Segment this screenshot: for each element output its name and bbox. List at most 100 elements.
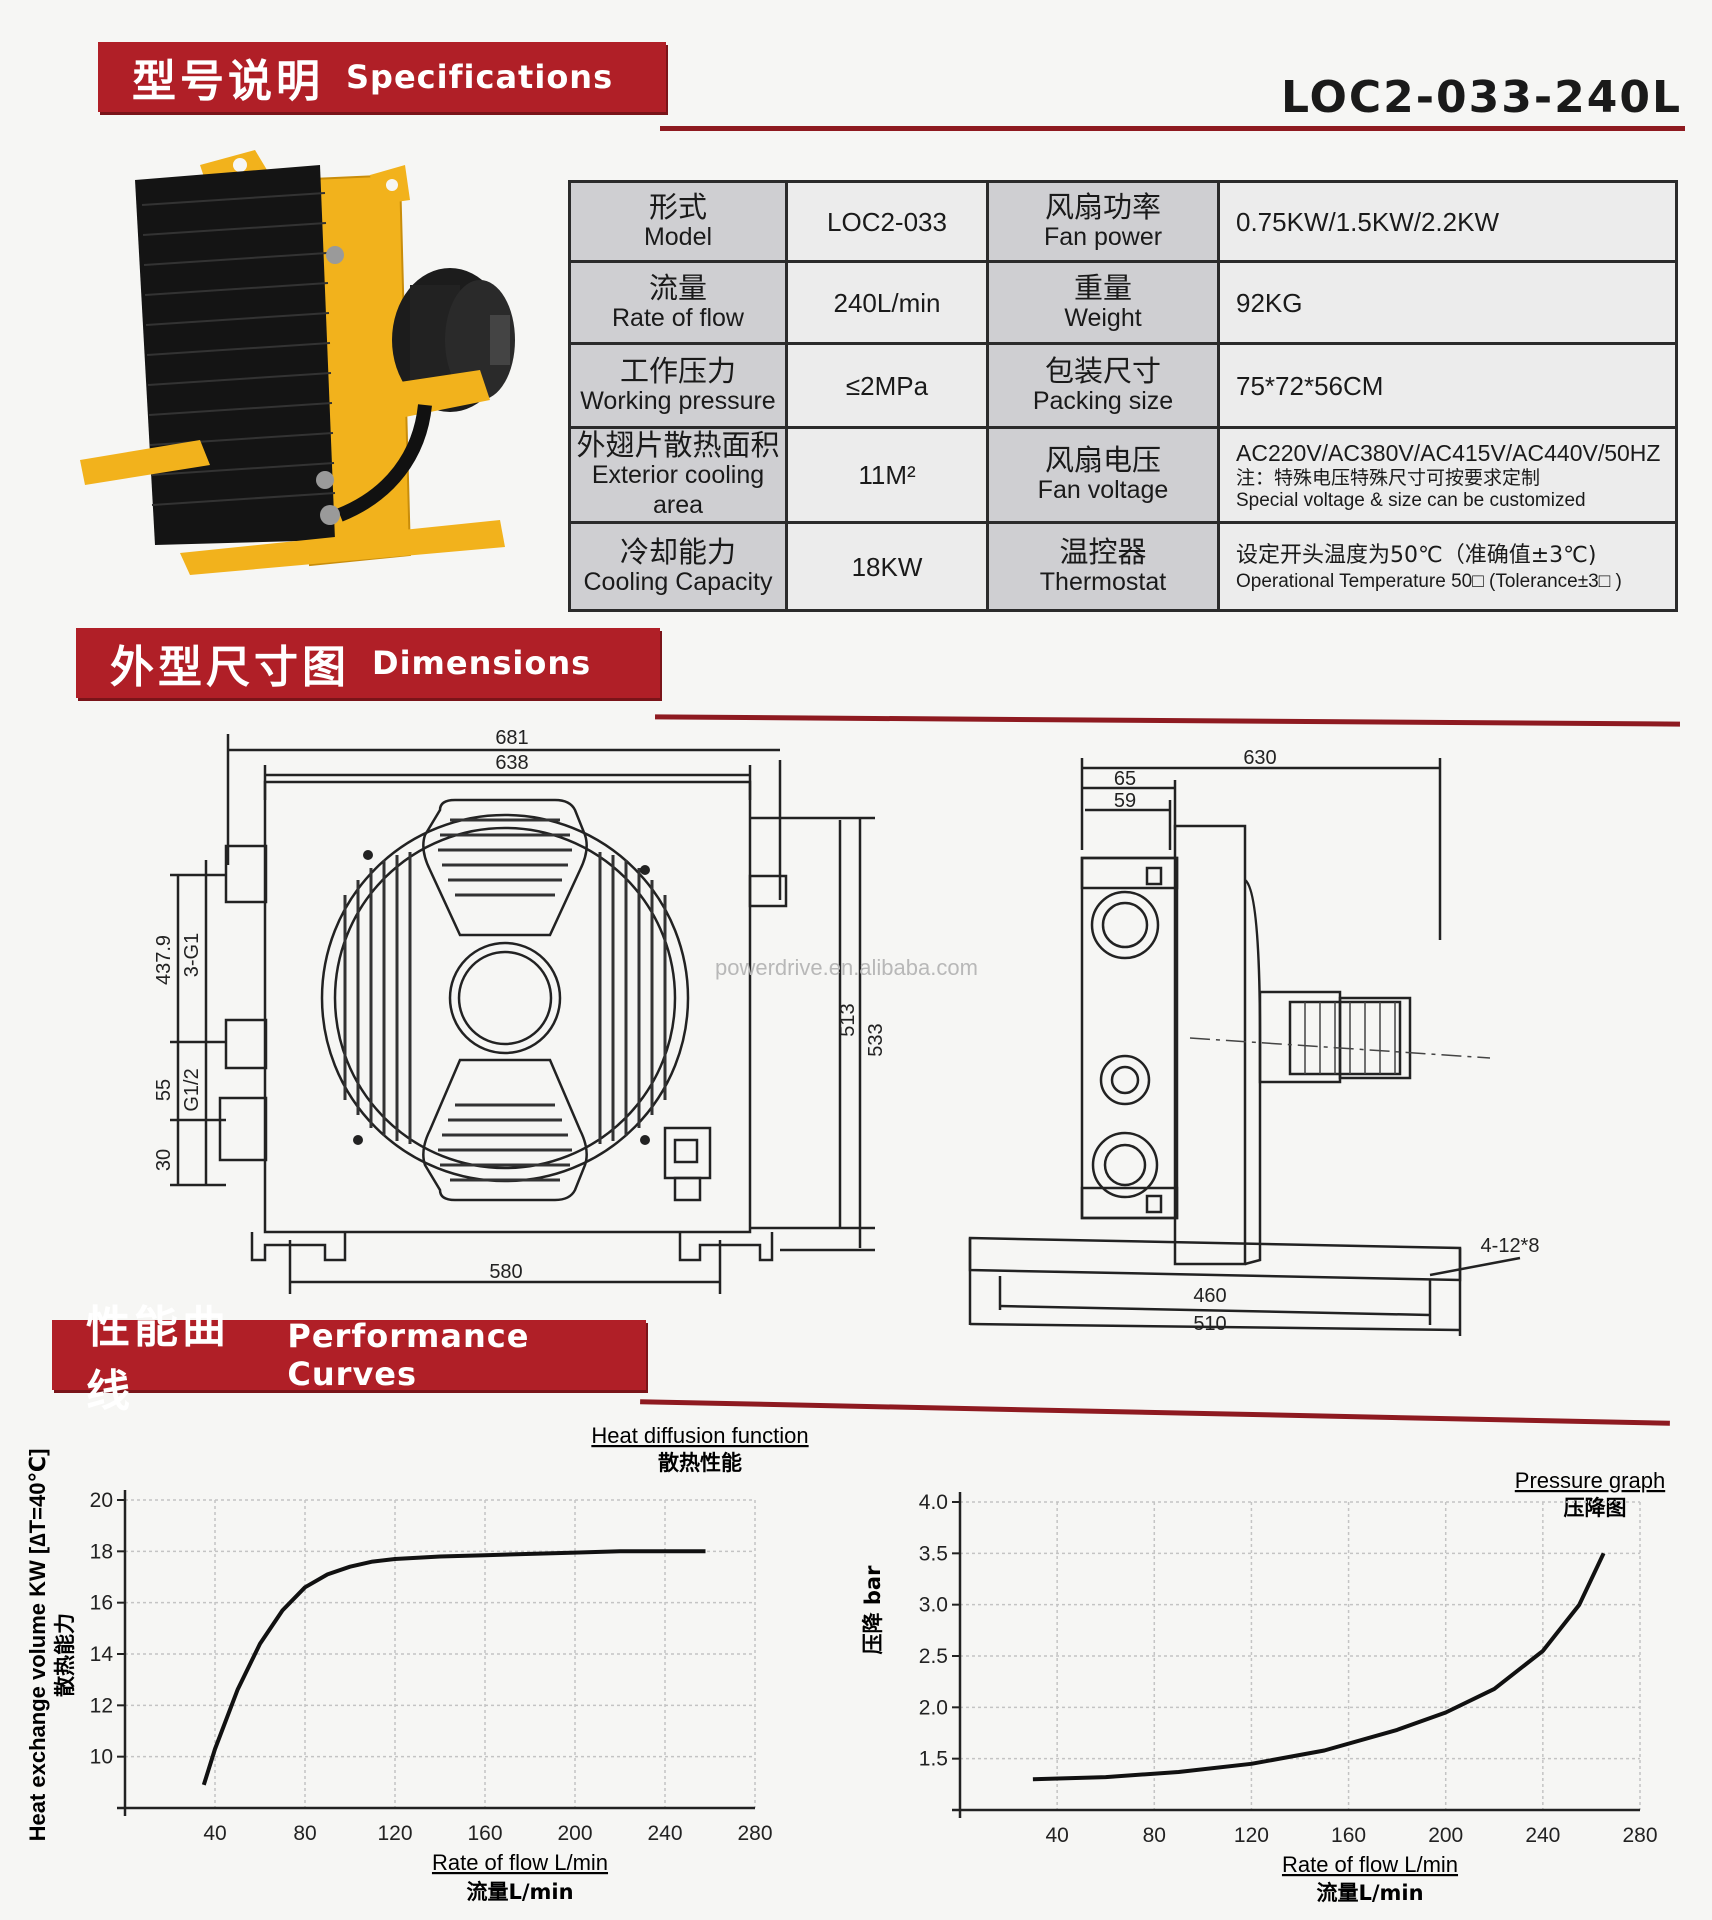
- x-tick-label: 80: [1143, 1824, 1166, 1847]
- dim-630: 630: [1243, 747, 1276, 769]
- heat-diffusion-chart: Heat diffusion function 散热性能 Heat exchan…: [25, 1423, 809, 1904]
- label-cn: 流量: [648, 270, 707, 305]
- dim-30: 30: [153, 1149, 175, 1171]
- spec-value: 240L/min: [785, 260, 989, 345]
- chart-subtitle: 压降图: [1564, 1496, 1627, 1520]
- label-cn: 外翅片散热面积: [576, 428, 780, 462]
- y-tick-label: 3.0: [919, 1594, 948, 1617]
- label-cn: 包装尺寸: [1044, 353, 1161, 388]
- dim-681: 681: [495, 727, 528, 749]
- chart-subtitle: 散热性能: [658, 1451, 742, 1475]
- section-title-cn: 型号说明: [132, 56, 324, 107]
- label-en: Thermostat: [1039, 567, 1167, 596]
- x-axis-label-cn: 流量L/min: [1316, 1881, 1423, 1905]
- dim-638: 638: [495, 752, 528, 774]
- spec-value: 18KW: [785, 521, 989, 612]
- dimensions-banner: 外型尺寸图 Dimensions: [76, 628, 660, 698]
- dim-513: 513: [837, 1003, 859, 1036]
- spec-value: ≤2MPa: [785, 342, 989, 429]
- y-tick-label: 12: [90, 1694, 113, 1717]
- x-tick-label: 280: [1622, 1824, 1657, 1847]
- port-g1-2: G1/2: [181, 1068, 203, 1111]
- label-cn: 风扇功率: [1044, 189, 1161, 224]
- series-line: [201, 1549, 706, 1786]
- spec-value: LOC2-033: [785, 180, 989, 263]
- thermostat-value: 设定开头温度为50℃（准确值±3℃): [1236, 542, 1597, 568]
- x-tick-label: 40: [203, 1822, 226, 1845]
- dim-55: 55: [153, 1079, 175, 1101]
- front-view-drawing: 681 638 580 513 533 437.9 3-G1 55 G1/2 3…: [153, 727, 887, 1294]
- chart-title: Heat diffusion function: [591, 1423, 808, 1448]
- dim-460: 460: [1193, 1285, 1226, 1307]
- dim-533: 533: [865, 1023, 887, 1056]
- series-line: [1032, 1552, 1606, 1782]
- label-cn: 风扇电压: [1044, 443, 1161, 477]
- y-tick-label: 3.5: [919, 1542, 948, 1565]
- model-code: LOC2-033-240L: [1280, 72, 1682, 123]
- label-en: Working pressure: [580, 386, 776, 415]
- section-title-en: Specifications: [346, 58, 614, 96]
- performance-banner: 性能曲线 Performance Curves: [52, 1302, 646, 1417]
- y-tick-label: 1.5: [919, 1748, 948, 1771]
- section-title-cn: 外型尺寸图: [110, 642, 350, 693]
- y-tick-label: 18: [90, 1540, 113, 1563]
- spec-value: 设定开头温度为50℃（准确值±3℃) Operational Temperatu…: [1217, 521, 1678, 612]
- note-en: Operational Temperature 50□ (Tolerance±3…: [1236, 570, 1622, 592]
- label-en: Fan power: [1043, 222, 1163, 251]
- divider: [660, 126, 1685, 131]
- x-tick-label: 240: [647, 1822, 682, 1845]
- note-cn: 注：特殊电压特殊尺寸可按要求定制: [1236, 468, 1541, 489]
- spec-value: 0.75KW/1.5KW/2.2KW: [1217, 180, 1678, 263]
- spec-value: 92KG: [1217, 260, 1678, 345]
- section-title-en: Performance Curves: [287, 1317, 530, 1393]
- label-en: Exterior cooling area: [591, 461, 765, 519]
- label-cn: 工作压力: [619, 353, 736, 388]
- label-en: Fan voltage: [1037, 476, 1169, 504]
- y-tick-label: 2.5: [919, 1645, 948, 1668]
- x-axis-label: Rate of flow L/min: [432, 1850, 608, 1875]
- spec-value: AC220V/AC380V/AC415V/AC440V/50HZ 注：特殊电压特…: [1217, 426, 1678, 524]
- pressure-chart: Pressure graph 压降图 压降 bar Rate of flow L…: [861, 1468, 1665, 1905]
- x-axis-label-cn: 流量L/min: [466, 1880, 573, 1904]
- voltage-value: AC220V/AC380V/AC415V/AC440V/50HZ: [1236, 440, 1661, 466]
- watermark: powerdrive.en.alibaba.com: [715, 955, 978, 980]
- label-en: Model: [643, 222, 713, 251]
- side-view-drawing: 630 65 59 460 510 4-12*8: [968, 747, 1540, 1336]
- dim-65: 65: [1114, 768, 1136, 790]
- y-tick-label: 4.0: [919, 1491, 948, 1514]
- specifications-banner: 型号说明 Specifications: [98, 42, 666, 112]
- label-en: Packing size: [1032, 386, 1174, 415]
- y-tick-label: 16: [90, 1592, 113, 1615]
- y-axis-label: Heat exchange volume KW [∆T=40℃]: [25, 1449, 50, 1842]
- dim-437-9: 437.9: [153, 935, 175, 985]
- y-axis-label: 压降 bar: [861, 1565, 885, 1655]
- label-cn: 形式: [648, 189, 707, 224]
- x-tick-label: 120: [377, 1822, 412, 1845]
- x-tick-label: 200: [1428, 1824, 1463, 1847]
- product-image: [80, 150, 515, 575]
- dim-holes: 4-12*8: [1481, 1235, 1540, 1257]
- chart-title: Pressure graph: [1515, 1468, 1665, 1493]
- y-tick-label: 14: [90, 1643, 114, 1666]
- spec-value: 11M²: [785, 426, 989, 524]
- port-3-g1: 3-G1: [181, 933, 203, 977]
- y-axis-label-cn: 散热能力: [53, 1613, 77, 1697]
- note-en: Special voltage & size can be customized: [1236, 490, 1586, 511]
- x-tick-label: 240: [1525, 1824, 1560, 1847]
- x-tick-label: 80: [293, 1822, 316, 1845]
- y-tick-label: 2.0: [919, 1696, 948, 1719]
